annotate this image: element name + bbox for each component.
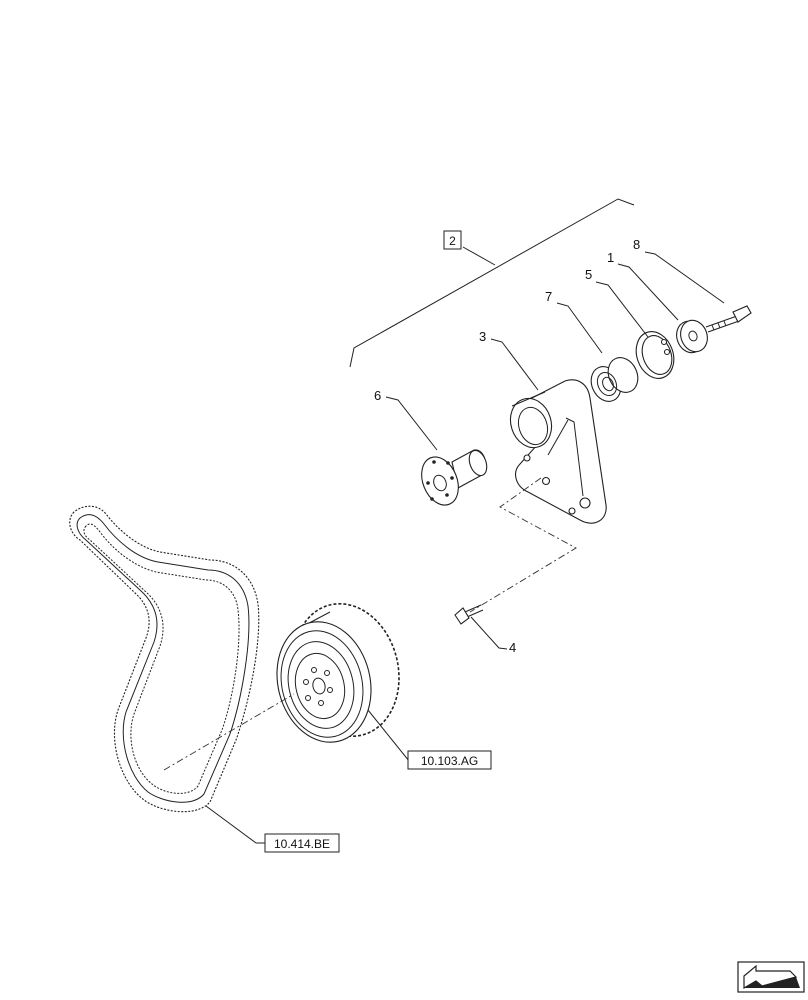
part-7-bearing <box>590 357 639 402</box>
belt-axis-line <box>163 693 295 771</box>
leader-8 <box>644 251 725 304</box>
leader-6 <box>385 396 438 451</box>
part-5-snap-ring <box>635 331 675 379</box>
assembly-callout-box <box>443 230 462 250</box>
part-1-washer <box>676 319 708 354</box>
ref-pulley-box <box>407 750 492 770</box>
assembly-bracket <box>349 198 635 368</box>
callout-5: 5 <box>585 267 592 282</box>
assembly-callout-label: 2 <box>449 234 456 248</box>
leader-7 <box>556 302 603 354</box>
callout-8: 8 <box>633 237 640 252</box>
callout-1: 1 <box>607 250 614 265</box>
crankshaft-damper-pulley <box>276 602 400 743</box>
screw-axis-line <box>469 477 577 613</box>
leader-4 <box>470 616 508 650</box>
part-4-screw <box>454 604 484 625</box>
part-8-bolt <box>705 305 752 333</box>
part-6-pulley-hub <box>421 449 488 506</box>
leader-3 <box>490 338 539 391</box>
callout-7: 7 <box>545 289 552 304</box>
ref-pulley-label: 10.103.AG <box>421 754 478 768</box>
part-3-tensioner-arm <box>509 379 607 524</box>
poly-v-belt <box>69 505 260 813</box>
leader-1 <box>617 263 679 321</box>
ref-belt-box <box>264 833 340 853</box>
next-page-arrow-icon[interactable] <box>737 961 805 993</box>
callout-6: 6 <box>374 388 381 403</box>
leader-belt-ref <box>205 805 267 844</box>
ref-belt-label: 10.414.BE <box>274 837 330 851</box>
callout-3: 3 <box>479 329 486 344</box>
leader-5 <box>595 281 649 338</box>
callout-4: 4 <box>509 640 516 655</box>
